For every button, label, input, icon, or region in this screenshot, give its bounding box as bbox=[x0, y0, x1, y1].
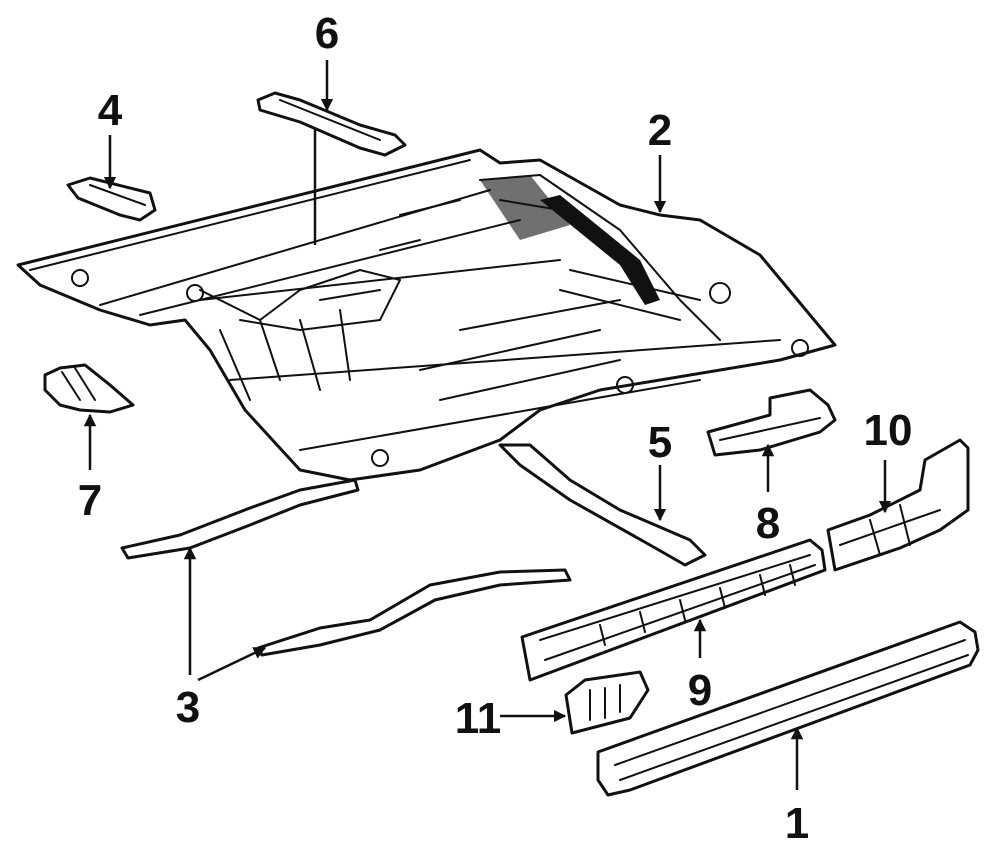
rocker-extension-part-10 bbox=[826, 438, 970, 572]
callout-4: 4 bbox=[98, 86, 123, 135]
floor-pan-part-2 bbox=[16, 148, 837, 482]
rocker-inner-part-9 bbox=[520, 538, 827, 682]
callout-9: 9 bbox=[688, 666, 712, 715]
gusset-part-11 bbox=[564, 670, 650, 735]
leader-arrow-3b bbox=[197, 646, 267, 682]
callout-2: 2 bbox=[648, 106, 672, 155]
callout-7: 7 bbox=[78, 476, 102, 525]
rocker-outer-part-1 bbox=[596, 620, 980, 797]
bracket-part-4 bbox=[66, 176, 157, 222]
bracket-part-7 bbox=[43, 363, 135, 414]
callout-6: 6 bbox=[315, 9, 339, 58]
cross-member-part-6 bbox=[256, 91, 407, 157]
side-rails-part-3 bbox=[120, 478, 572, 657]
bracket-part-8 bbox=[706, 388, 837, 457]
callout-1: 1 bbox=[785, 799, 809, 848]
callout-3: 3 bbox=[176, 683, 200, 732]
callout-5: 5 bbox=[648, 418, 672, 467]
callout-labels: 1 2 3 4 5 6 7 8 9 10 11 bbox=[78, 9, 913, 848]
callout-10: 10 bbox=[864, 406, 913, 455]
callout-8: 8 bbox=[756, 499, 780, 548]
leader-arrows bbox=[83, 60, 892, 790]
callout-11: 11 bbox=[455, 694, 502, 743]
center-rail-part-5 bbox=[498, 443, 707, 567]
